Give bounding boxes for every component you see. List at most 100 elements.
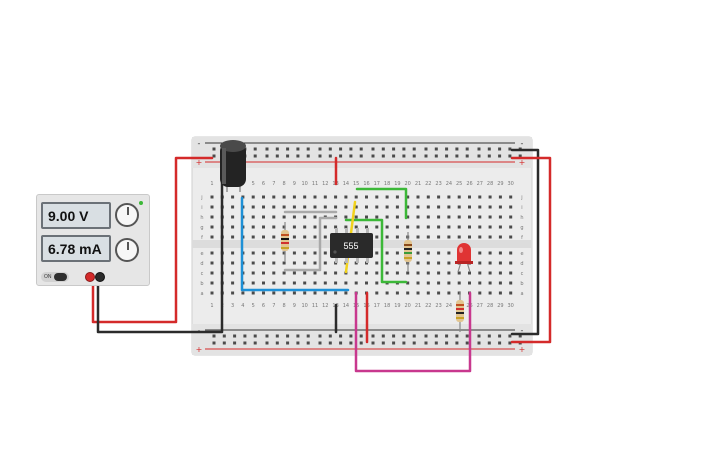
rail-hole[interactable]	[381, 334, 385, 338]
terminal-hole[interactable]	[375, 291, 379, 295]
rail-hole[interactable]	[318, 154, 322, 158]
rail-hole[interactable]	[212, 341, 216, 345]
terminal-hole[interactable]	[282, 271, 286, 275]
terminal-hole[interactable]	[292, 225, 296, 229]
terminal-hole[interactable]	[437, 225, 441, 229]
rail-hole[interactable]	[445, 341, 449, 345]
terminal-hole[interactable]	[488, 261, 492, 265]
terminal-hole[interactable]	[334, 291, 338, 295]
rail-hole[interactable]	[371, 154, 375, 158]
terminal-hole[interactable]	[426, 271, 430, 275]
terminal-hole[interactable]	[468, 225, 471, 229]
terminal-hole[interactable]	[231, 291, 235, 295]
terminal-hole[interactable]	[292, 195, 296, 199]
terminal-hole[interactable]	[488, 215, 492, 219]
terminal-hole[interactable]	[395, 215, 399, 219]
rail-hole[interactable]	[424, 154, 428, 158]
terminal-hole[interactable]	[303, 225, 307, 229]
rail-hole[interactable]	[392, 334, 396, 338]
rail-hole[interactable]	[498, 341, 502, 345]
rail-hole[interactable]	[424, 334, 428, 338]
rail-hole[interactable]	[306, 147, 310, 151]
terminal-hole[interactable]	[365, 225, 368, 229]
terminal-hole[interactable]	[457, 205, 461, 209]
terminal-hole[interactable]	[488, 291, 492, 295]
terminal-hole[interactable]	[498, 251, 502, 255]
terminal-hole[interactable]	[231, 205, 235, 209]
terminal-hole[interactable]	[313, 225, 317, 229]
terminal-hole[interactable]	[262, 271, 265, 275]
terminal-hole[interactable]	[375, 281, 379, 285]
terminal-hole[interactable]	[468, 215, 471, 219]
rail-hole[interactable]	[381, 341, 385, 345]
terminal-hole[interactable]	[323, 195, 327, 199]
terminal-hole[interactable]	[509, 271, 513, 275]
rail-hole[interactable]	[412, 147, 416, 151]
terminal-hole[interactable]	[426, 291, 430, 295]
rail-hole[interactable]	[212, 147, 216, 151]
terminal-hole[interactable]	[231, 251, 235, 255]
terminal-hole[interactable]	[437, 205, 441, 209]
terminal-hole[interactable]	[323, 281, 327, 285]
rail-hole[interactable]	[318, 341, 322, 345]
terminal-hole[interactable]	[210, 225, 214, 229]
terminal-hole[interactable]	[375, 225, 379, 229]
rail-hole[interactable]	[349, 341, 353, 345]
terminal-hole[interactable]	[447, 271, 451, 275]
rail-hole[interactable]	[508, 341, 512, 345]
terminal-hole[interactable]	[385, 271, 389, 275]
terminal-hole[interactable]	[251, 195, 255, 199]
terminal-hole[interactable]	[426, 215, 430, 219]
terminal-hole[interactable]	[498, 235, 502, 239]
terminal-hole[interactable]	[395, 271, 399, 275]
wires[interactable]	[91, 148, 552, 373]
rail-hole[interactable]	[465, 334, 469, 338]
terminal-hole[interactable]	[468, 235, 471, 239]
rail-hole[interactable]	[465, 154, 469, 158]
terminal-hole[interactable]	[488, 235, 492, 239]
terminal-hole[interactable]	[344, 225, 348, 229]
terminal-hole[interactable]	[210, 291, 214, 295]
terminal-hole[interactable]	[262, 195, 265, 199]
rail-hole[interactable]	[253, 341, 257, 345]
terminal-hole[interactable]	[416, 215, 420, 219]
rail-hole[interactable]	[508, 334, 512, 338]
terminal-hole[interactable]	[231, 215, 235, 219]
terminal-hole[interactable]	[375, 271, 379, 275]
rail-hole[interactable]	[477, 147, 481, 151]
terminal-hole[interactable]	[498, 261, 502, 265]
terminal-hole[interactable]	[251, 261, 255, 265]
terminal-hole[interactable]	[282, 225, 286, 229]
rail-hole[interactable]	[339, 341, 343, 345]
positive-terminal[interactable]	[85, 272, 95, 282]
terminal-hole[interactable]	[488, 271, 492, 275]
terminal-hole[interactable]	[354, 271, 358, 275]
terminal-hole[interactable]	[272, 291, 276, 295]
power-supply[interactable]: 9.00 V 6.78 mA ON	[36, 194, 150, 286]
terminal-hole[interactable]	[437, 215, 441, 219]
rail-hole[interactable]	[275, 334, 279, 338]
terminal-hole[interactable]	[447, 225, 451, 229]
terminal-hole[interactable]	[509, 205, 513, 209]
rail-hole[interactable]	[265, 334, 269, 338]
terminal-hole[interactable]	[426, 235, 430, 239]
terminal-hole[interactable]	[437, 235, 441, 239]
terminal-hole[interactable]	[210, 251, 214, 255]
rail-hole[interactable]	[296, 147, 300, 151]
rail-hole[interactable]	[518, 334, 522, 338]
terminal-hole[interactable]	[344, 205, 348, 209]
terminal-hole[interactable]	[416, 225, 420, 229]
terminal-hole[interactable]	[323, 225, 327, 229]
terminal-hole[interactable]	[385, 261, 389, 265]
rail-hole[interactable]	[445, 154, 449, 158]
rail-hole[interactable]	[434, 334, 438, 338]
terminal-hole[interactable]	[457, 271, 461, 275]
terminal-hole[interactable]	[437, 291, 441, 295]
terminal-hole[interactable]	[426, 251, 430, 255]
rail-hole[interactable]	[222, 341, 226, 345]
terminal-hole[interactable]	[457, 281, 461, 285]
terminal-hole[interactable]	[231, 235, 235, 239]
terminal-hole[interactable]	[478, 271, 482, 275]
terminal-hole[interactable]	[478, 195, 482, 199]
rail-hole[interactable]	[349, 334, 353, 338]
